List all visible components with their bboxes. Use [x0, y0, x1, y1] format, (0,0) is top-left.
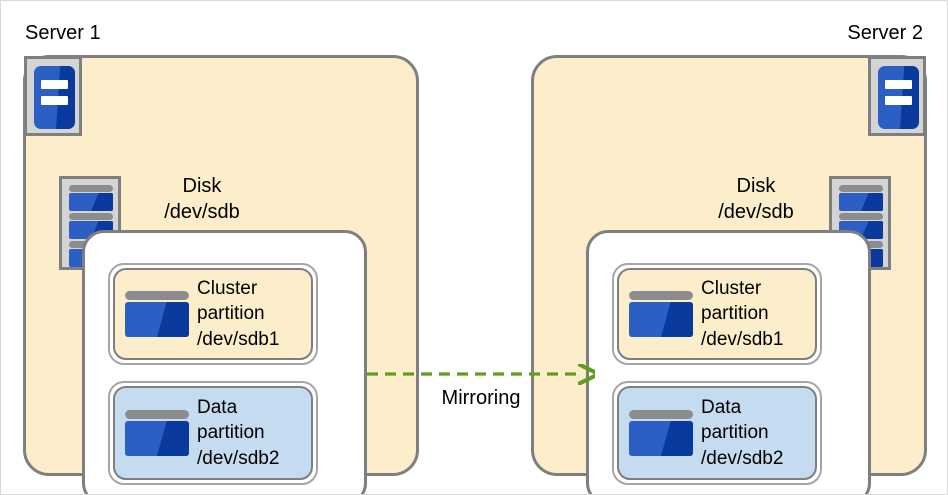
cluster-partition-inner: Cluster partition /dev/sdb1 — [113, 268, 313, 360]
disk-body — [69, 193, 113, 211]
disk-cap — [839, 213, 883, 220]
server-2-box: Disk /dev/sdb — [531, 55, 927, 494]
data-partition-inner: Data partition /dev/sdb2 — [617, 386, 817, 480]
disk-cap — [839, 185, 883, 192]
cluster-partition-label: Cluster partition /dev/sdb1 — [701, 276, 783, 352]
cluster-partition-inner: Cluster partition /dev/sdb1 — [617, 268, 817, 360]
data-partition-inner: Data partition /dev/sdb2 — [113, 386, 313, 480]
disk-device-line: /dev/sdb — [164, 201, 240, 224]
partition-line: partition — [701, 303, 769, 325]
cluster-partition-box: Cluster partition /dev/sdb1 — [108, 263, 318, 365]
disk-body — [629, 421, 693, 456]
server-slot-bar — [41, 80, 68, 89]
data-partition-box: Data partition /dev/sdb2 — [108, 381, 318, 485]
partition-line: Cluster — [701, 278, 762, 300]
mirroring-arrow — [367, 363, 595, 385]
disk-container: Cluster partition /dev/sdb1 Data partiti… — [82, 230, 367, 494]
partition-line: /dev/sdb2 — [197, 447, 280, 469]
server-slot-bar — [885, 80, 912, 89]
partition-line: partition — [701, 422, 769, 444]
partition-disk-icon — [629, 410, 693, 456]
partition-line: /dev/sdb1 — [701, 328, 784, 350]
disk-stack-unit — [69, 185, 113, 211]
partition-line: /dev/sdb2 — [701, 447, 784, 469]
data-partition-label: Data partition /dev/sdb2 — [701, 395, 783, 471]
data-partition-box: Data partition /dev/sdb2 — [612, 381, 822, 485]
server-chassis — [34, 66, 75, 129]
partition-disk-icon — [125, 291, 189, 337]
cluster-partition-label: Cluster partition /dev/sdb1 — [197, 276, 279, 352]
partition-line: Cluster — [197, 278, 258, 300]
disk-title: Disk /dev/sdb — [666, 173, 846, 226]
partition-disk-icon — [629, 291, 693, 337]
data-partition-label: Data partition /dev/sdb2 — [197, 395, 279, 471]
disk-body — [125, 302, 189, 337]
disk-body — [839, 193, 883, 211]
server-2-label: Server 2 — [847, 22, 923, 44]
server-slot-bar — [41, 96, 68, 105]
disk-stack-unit — [839, 185, 883, 211]
disk-cap — [629, 410, 693, 419]
server-unit-icon — [24, 56, 82, 136]
partition-line: Data — [197, 397, 238, 419]
partition-disk-icon — [125, 410, 189, 456]
partition-line: partition — [197, 422, 265, 444]
disk-cap — [69, 213, 113, 220]
disk-container: Cluster partition /dev/sdb1 Data partiti… — [586, 230, 871, 494]
partition-line: Data — [701, 397, 742, 419]
server-slot-bar — [885, 96, 912, 105]
partition-line: partition — [197, 303, 265, 325]
disk-title: Disk /dev/sdb — [112, 173, 292, 226]
disk-name-line: Disk — [182, 175, 222, 197]
disk-body — [125, 421, 189, 456]
disk-cap — [629, 291, 693, 300]
disk-device-line: /dev/sdb — [718, 201, 794, 224]
server-unit-icon — [868, 56, 926, 136]
disk-body — [629, 302, 693, 337]
server-1-label: Server 1 — [25, 22, 101, 44]
partition-line: /dev/sdb1 — [197, 328, 280, 350]
disk-name-line: Disk — [736, 175, 776, 197]
mirroring-label: Mirroring — [441, 387, 521, 409]
disk-cap — [69, 185, 113, 192]
cluster-partition-box: Cluster partition /dev/sdb1 — [612, 263, 822, 365]
disk-cap — [125, 410, 189, 419]
server-chassis — [878, 66, 919, 129]
server-1-box: Disk /dev/sdb — [23, 55, 419, 494]
disk-cap — [125, 291, 189, 300]
